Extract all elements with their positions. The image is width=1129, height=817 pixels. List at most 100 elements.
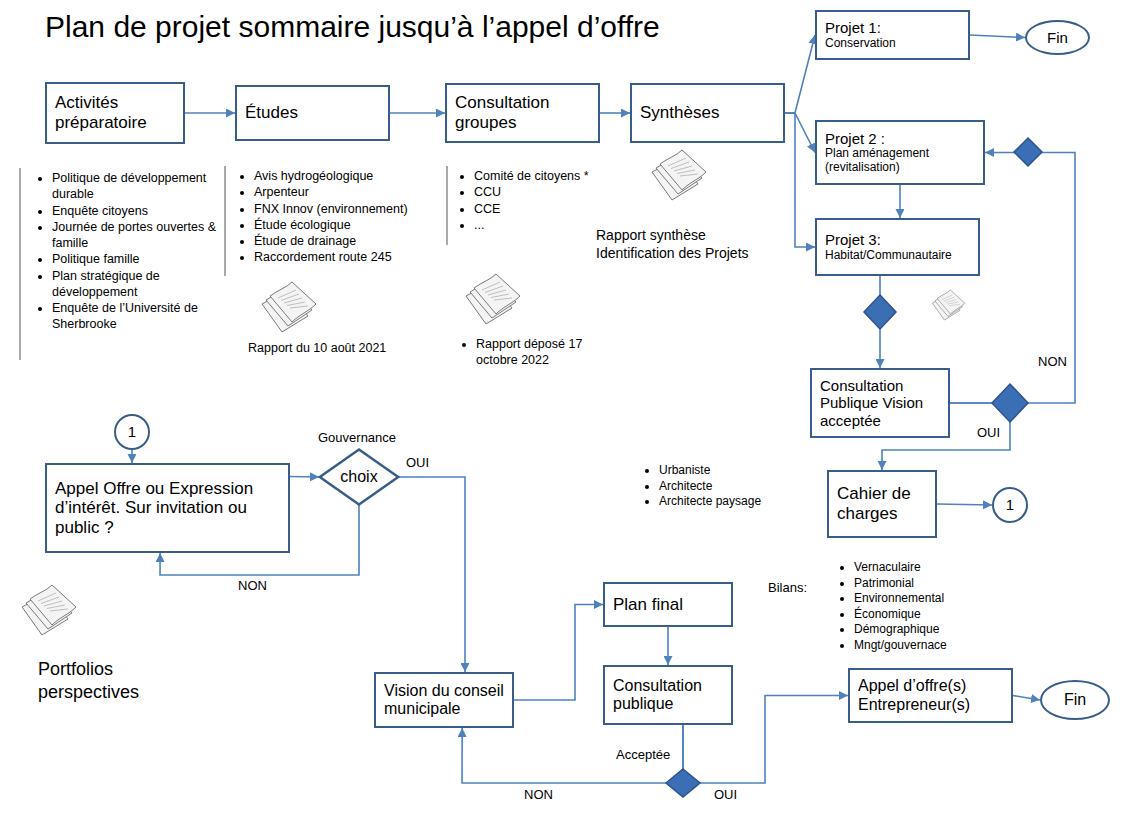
- process-box: Appel d’offre(s) Entrepreneur(s): [848, 668, 1013, 723]
- flow-arrow: [600, 112, 630, 114]
- label-group: Rapport déposé 17 octobre 2022: [462, 336, 587, 369]
- document-line: [278, 290, 296, 298]
- label-group: Rapport du 10 août 2021: [248, 340, 418, 356]
- flow-arrow: [514, 605, 603, 701]
- edge-label: NON: [236, 579, 269, 593]
- node-sublabel: Plan aménagement (revitalisation): [825, 147, 975, 175]
- node-label: Appel d’offre(s) Entrepreneur(s): [858, 677, 1003, 714]
- document-line: [491, 294, 509, 298]
- document-sheet: [474, 274, 520, 314]
- process-box: Projet 3:Habitat/Communautaire: [815, 218, 980, 276]
- bullet-item: Avis hydrogéologique: [254, 168, 430, 184]
- flow-arrow: [937, 504, 992, 505]
- node-label: Cahier de charges: [837, 484, 927, 523]
- bullet-item: Architecte: [659, 479, 775, 495]
- process-box: Consultation publique: [603, 665, 733, 725]
- flow-arrow: [399, 477, 465, 672]
- edge-label: OUI: [975, 426, 1002, 440]
- document-line: [44, 601, 62, 606]
- document-line: [942, 295, 953, 300]
- flow-arrow: [1013, 696, 1040, 701]
- flow-arrow: [667, 627, 669, 665]
- document-line: [949, 304, 960, 305]
- process-box: Projet 2 :Plan aménagement (revitalisati…: [815, 120, 985, 185]
- bullet-item: Enquête citoyens: [52, 203, 223, 219]
- process-box: Consultation groupes: [445, 83, 600, 143]
- bullet-item: Comité de citoyens *: [474, 168, 610, 184]
- node-label: Plan final: [613, 595, 723, 615]
- process-box: Vision du conseil municipale: [374, 672, 514, 728]
- process-box: Projet 1:Conservation: [815, 10, 970, 60]
- process-box: Synthèses: [630, 83, 785, 143]
- flow-arrow: [185, 112, 235, 114]
- document-line: [946, 300, 957, 303]
- bracket-line: [447, 166, 448, 245]
- document-icon: [22, 585, 76, 635]
- node-label: Synthèses: [640, 103, 775, 123]
- edge-label: NON: [1036, 355, 1069, 369]
- label-group: Rapport synthèse Identification des Proj…: [596, 226, 781, 262]
- flow-arrow: [785, 35, 815, 113]
- diagram-title: Plan de projet sommaire jusqu’à l’appel …: [45, 10, 660, 44]
- bullet-item: Rapport déposé 17 octobre 2022: [476, 336, 587, 369]
- node-label: Études: [245, 103, 380, 123]
- node-label: 1: [994, 496, 1026, 513]
- document-line: [674, 166, 692, 171]
- bullet-item: Patrimonial: [854, 576, 990, 592]
- document-icon: [652, 150, 706, 200]
- bullet-item: Vernaculaire: [854, 560, 990, 576]
- node-label: Projet 2 :: [825, 130, 975, 147]
- document-line: [482, 282, 500, 290]
- edge-label: NON: [522, 788, 555, 802]
- diamond-shape: [320, 450, 398, 505]
- document-line: [680, 174, 698, 176]
- bullet-item: Étude de drainage: [254, 233, 430, 249]
- note-label: Portfolios perspectives: [38, 658, 178, 705]
- bullet-item: Enquête de l’Université de Sherbrooke: [52, 300, 223, 333]
- bullet-item: Raccordement route 245: [254, 249, 430, 265]
- edge-label: OUI: [404, 456, 431, 470]
- note-label: Bilans:: [768, 580, 828, 597]
- bracket-line: [225, 166, 226, 276]
- process-box: Activités préparatoire: [45, 82, 185, 144]
- process-box: Cahier de charges: [827, 470, 937, 538]
- bullet-item: Politique de développement durable: [52, 170, 223, 203]
- document-line: [284, 298, 302, 303]
- bullet-item: Environnemental: [854, 591, 990, 607]
- flow-arrow: [131, 450, 133, 463]
- flow-arrow: [785, 113, 815, 247]
- bullet-item: Économique: [854, 607, 990, 623]
- decision-diamond: choix: [319, 449, 399, 505]
- document-icon: [466, 274, 520, 324]
- label-group: Gouvernance: [318, 430, 413, 447]
- document-icon: [262, 282, 316, 332]
- document-line: [287, 302, 305, 306]
- flow-arrow: [290, 476, 319, 478]
- bullet-item: CCE: [474, 201, 610, 217]
- document-line: [677, 170, 695, 174]
- label-group: Acceptée: [616, 747, 686, 764]
- document-line: [668, 158, 686, 166]
- bullet-item: Urbaniste: [659, 463, 775, 479]
- bullet-item: Arpenteur: [254, 184, 430, 200]
- document-line: [947, 302, 958, 304]
- decision-marker: [992, 384, 1028, 422]
- label-group: VernaculairePatrimonialEnvironnementalÉc…: [840, 560, 990, 654]
- document-sheet: [30, 585, 76, 625]
- note-label: Rapport synthèse Identification des Proj…: [596, 226, 781, 262]
- document-sheet: [270, 282, 316, 322]
- process-box: Consultation Publique Vision acceptée: [810, 368, 950, 438]
- node-label: Fin: [1046, 691, 1104, 709]
- note-label: Gouvernance: [318, 430, 413, 447]
- flow-arrow: [970, 35, 1025, 38]
- bullet-item: Démographique: [854, 622, 990, 638]
- node-label: Projet 3:: [825, 231, 970, 248]
- node-label: Consultation Publique Vision acceptée: [820, 377, 940, 429]
- label-group: Bilans:: [768, 580, 828, 597]
- bullet-item: CCU: [474, 184, 610, 200]
- note-label: Rapport du 10 août 2021: [248, 340, 418, 356]
- bullet-item: FNX Innov (environnement): [254, 201, 430, 217]
- terminal-oval: Fin: [1025, 20, 1090, 55]
- document-line: [47, 605, 65, 609]
